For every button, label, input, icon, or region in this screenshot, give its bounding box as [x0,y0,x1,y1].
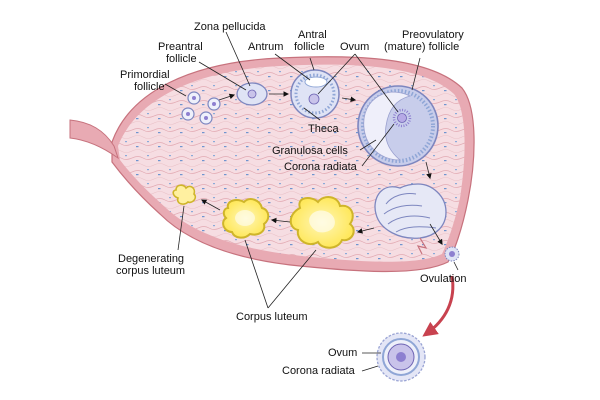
label-granulosa-cells: Granulosa cells [272,145,348,157]
label-preantral: Preantral [158,41,203,53]
label-preovulatory-mature: (mature) follicle [384,41,459,53]
ruptured-follicle [374,183,447,255]
label-ovum-bottom: Ovum [328,347,357,359]
label-degenerating: Degenerating [118,253,184,265]
arrow-corpus-luteum-to-medium [270,217,291,224]
label-zona-pellucida: Zona pellucida [194,21,266,33]
label-ovum-top: Ovum [340,41,369,53]
label-preantral-follicle: follicle [166,53,197,65]
label-corpus-luteum: Corpus luteum [236,311,308,323]
primordial-follicle [187,91,201,105]
label-ovulation: Ovulation [420,273,466,285]
label-antrum: Antrum [248,41,283,53]
arrow-preovulatory-to-rupture [425,161,432,180]
arrow-antral-to-preovulatory [341,96,357,103]
label-antral: Antral [298,29,327,41]
antral-follicle [290,69,340,119]
label-corona-radiata-top: Corona radiata [284,161,358,173]
process-arrows [201,91,443,245]
primordial-follicle [181,107,195,121]
arrow-rupture-to-corpus-luteum [356,227,375,234]
label-theca: Theca [308,123,339,135]
leader-lines [164,31,459,372]
label-primordial-follicle: follicle [134,81,165,93]
primordial-follicle [199,111,213,125]
preovulatory-follicle [357,85,439,167]
label-antral-follicle: follicle [294,41,325,53]
label-preovulatory: Preovulatory [402,29,464,41]
arrow-medium-to-degenerating [201,199,221,211]
label-corona-radiata-bottom: Corona radiata [282,365,356,377]
ovarian-ligament [69,119,119,160]
preovulatory-ovum [397,113,407,123]
ovum-release-arrow [422,275,455,337]
antrum [304,76,328,88]
label-primordial: Primordial [120,69,170,81]
degenerating-corpus-luteum [172,184,197,205]
primordial-follicles [181,91,221,125]
label-degenerating-corpus-luteum: corpus luteum [116,265,185,277]
primordial-follicle [207,97,221,111]
corona-radiata-ring [392,108,412,128]
preantral-follicle [236,82,268,106]
preovulatory-antrum [363,91,412,161]
corpus-luteum-medium [222,198,270,239]
arrow-primordial-to-preantral [218,93,236,101]
enlarged-ovum [376,332,426,382]
corpus-luteum-large [289,196,355,249]
labels: Zona pellucida Preantral follicle Primor… [116,21,466,377]
arrow-rupture-to-ovulation [429,223,443,245]
granulosa-layer [361,89,435,163]
antral-ovum [308,93,320,105]
ovulated-ovum [444,246,460,262]
